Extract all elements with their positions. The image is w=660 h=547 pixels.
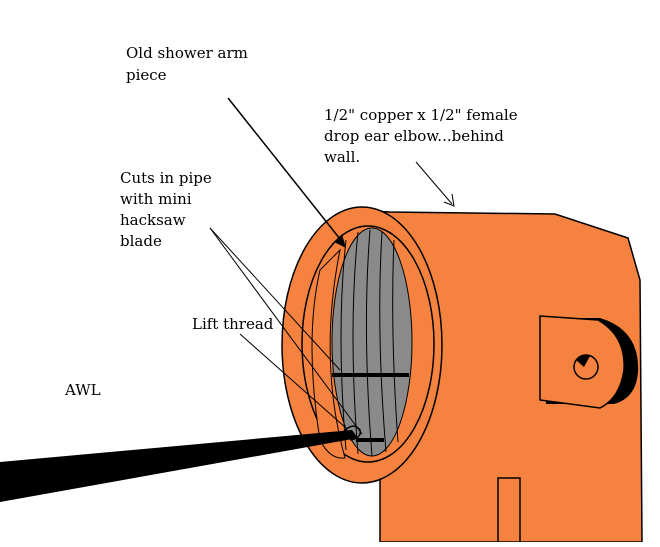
leader-elbow	[415, 161, 453, 205]
down-pipe	[497, 477, 521, 543]
leader-lines	[209, 97, 455, 435]
leader-elbow-arrowhead	[443, 193, 455, 207]
label-cuts-line3: hacksaw	[120, 211, 186, 229]
label-awl: AWL	[64, 381, 101, 399]
label-elbow-line1: 1/2" copper x 1/2" female	[324, 106, 518, 124]
hacksaw-cut-2	[356, 438, 384, 442]
hacksaw-cut-1	[332, 373, 409, 377]
leader-cuts-2	[209, 227, 363, 435]
label-old-shower-arm-line2: piece	[126, 66, 167, 84]
label-lift-thread: Lift thread	[192, 315, 274, 333]
pipe-opening	[281, 206, 443, 484]
awl	[0, 430, 358, 502]
drop-ear-tab	[539, 315, 639, 409]
label-cuts-line1: Cuts in pipe	[120, 169, 212, 187]
pipe-threads	[340, 229, 399, 457]
leader-old-arm	[227, 97, 345, 245]
leader-cuts-1	[209, 227, 341, 371]
label-elbow-line3: wall.	[324, 148, 360, 166]
label-cuts-line2: with mini	[120, 190, 192, 208]
label-elbow-line2: drop ear elbow...behind	[324, 127, 504, 145]
label-old-shower-arm-line1: Old shower arm	[126, 44, 248, 62]
label-cuts-line4: blade	[120, 232, 162, 250]
leader-lift	[239, 333, 347, 429]
leader-old-arm-arrowhead	[334, 234, 346, 248]
